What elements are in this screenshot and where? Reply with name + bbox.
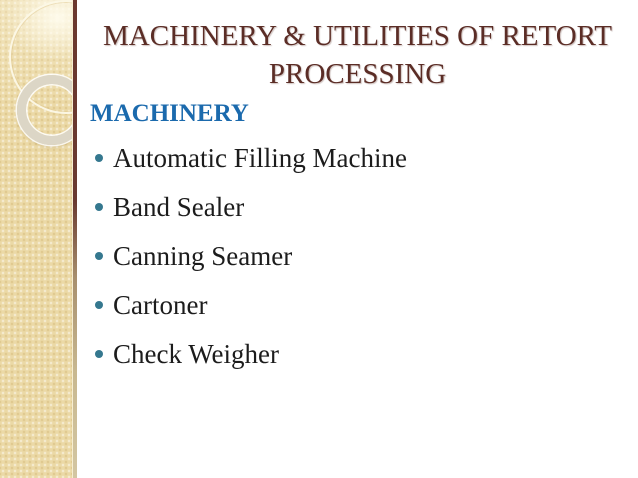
slide-title: MACHINERY & UTILITIES OF RETORT PROCESSI… (103, 20, 612, 90)
bullet-label: Automatic Filling Machine (113, 143, 407, 173)
bullet-label: Cartoner (113, 290, 208, 320)
ring-icon (17, 75, 72, 145)
list-item: Band Sealer (95, 193, 407, 221)
bullet-label: Canning Seamer (113, 241, 293, 271)
bullet-dot-icon (95, 203, 103, 211)
bullet-label: Band Sealer (113, 192, 245, 222)
bullet-dot-icon (95, 350, 103, 358)
section-heading: MACHINERY (90, 100, 249, 127)
bullet-dot-icon (95, 301, 103, 309)
list-item: Cartoner (95, 291, 407, 319)
list-item: Check Weigher (95, 340, 407, 368)
accent-divider-line (73, 0, 77, 478)
bullet-label: Check Weigher (113, 339, 280, 369)
sidebar-decoration (0, 0, 73, 478)
bullet-dot-icon (95, 154, 103, 162)
list-item: Automatic Filling Machine (95, 144, 407, 172)
bullet-dot-icon (95, 252, 103, 260)
list-item: Canning Seamer (95, 242, 407, 270)
bullet-list: Automatic Filling Machine Band Sealer Ca… (95, 144, 407, 389)
